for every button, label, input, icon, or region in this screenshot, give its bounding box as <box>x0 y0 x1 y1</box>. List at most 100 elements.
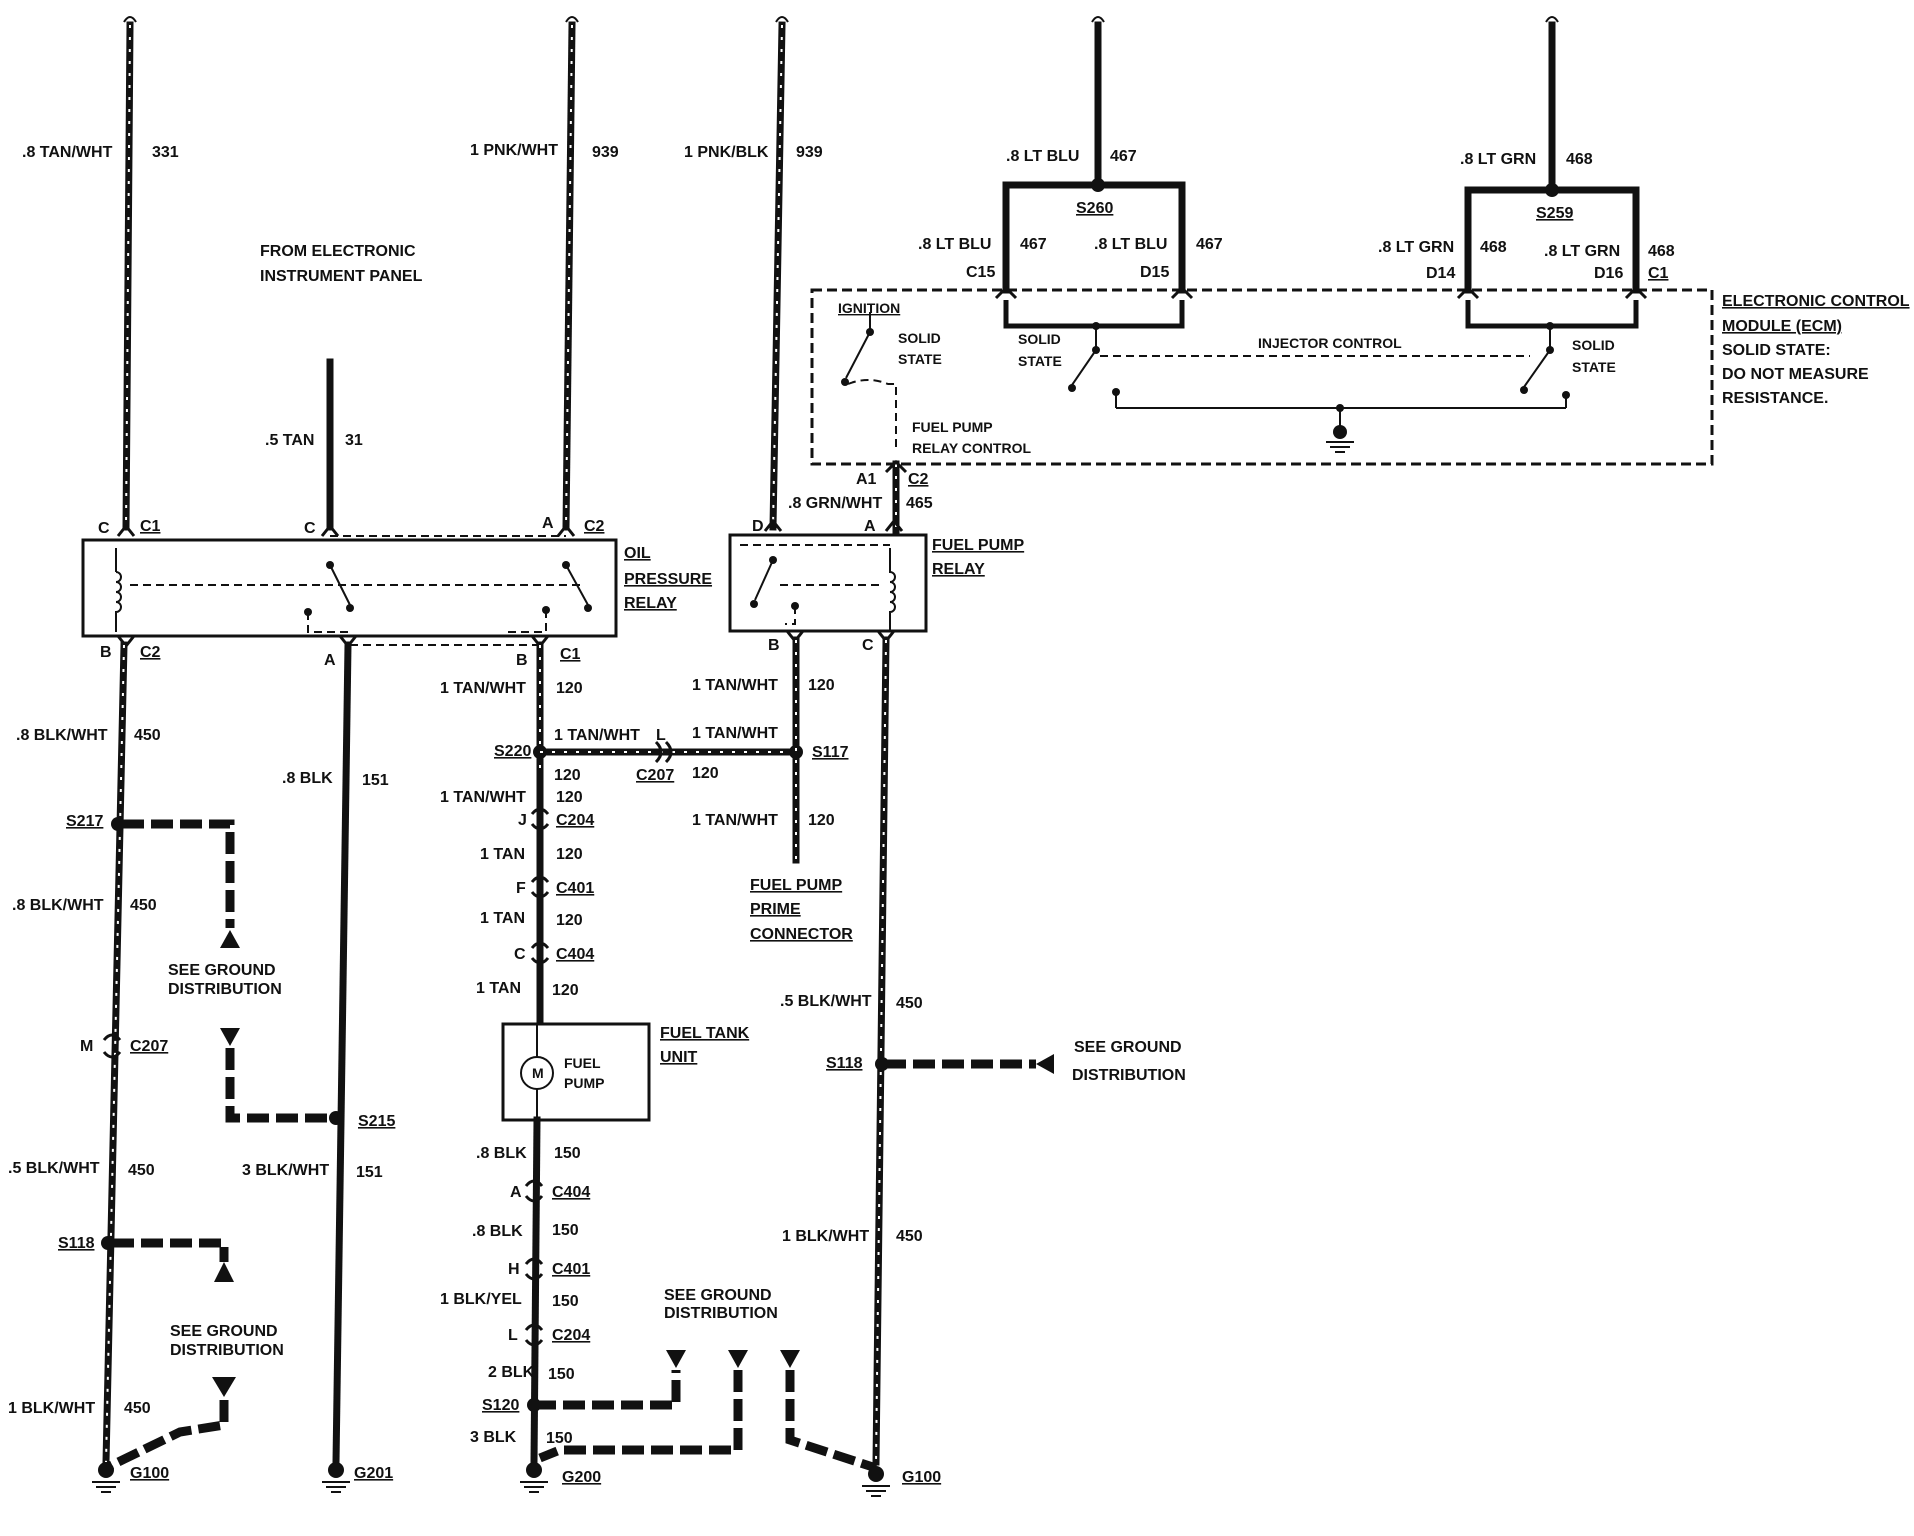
label-w150-2-gauge: .8 BLK <box>472 1223 523 1240</box>
label-c401-b: C401 <box>552 1261 590 1278</box>
label-w465-num: 465 <box>906 495 933 512</box>
label-d16: D16 <box>1594 265 1623 282</box>
label-w150-1-gauge: .8 BLK <box>476 1145 527 1162</box>
label-w468-top-gauge: .8 LT GRN <box>1460 151 1536 168</box>
label-s259: S259 <box>1536 205 1573 222</box>
label-solid-2a: SOLID <box>1018 331 1061 347</box>
label-g200: G200 <box>562 1469 601 1486</box>
label-fpr-b: B <box>768 637 780 654</box>
label-w450-1-num: 450 <box>134 727 161 744</box>
wire-939-pnk-blk <box>769 16 789 531</box>
label-g201: G201 <box>354 1465 393 1482</box>
label-w120-fpr-gauge: 1 TAN/WHT <box>692 677 778 694</box>
label-w467-r-gauge: .8 LT BLU <box>1094 236 1167 253</box>
label-w467-top-gauge: .8 LT BLU <box>1006 148 1079 165</box>
label-w468-top-num: 468 <box>1566 151 1593 168</box>
label-opr-c: C <box>98 520 110 537</box>
wire-939-pnk-wht <box>562 16 579 531</box>
label-w151-2-gauge: 3 BLK/WHT <box>242 1162 329 1179</box>
fuel-tank-unit <box>501 1022 651 1122</box>
label-prime-1: FUEL PUMP <box>750 877 842 894</box>
label-c207-m: M <box>80 1038 93 1055</box>
label-opr-a: A <box>542 515 554 532</box>
label-w331-gauge: .8 TAN/WHT <box>22 144 113 161</box>
label-g100-left: G100 <box>130 1465 169 1482</box>
label-c204-j: J <box>518 812 527 829</box>
label-w939a-num: 939 <box>592 144 619 161</box>
label-w120-h-gauge: 1 TAN/WHT <box>554 727 640 744</box>
label-w120-h-num2: 120 <box>692 765 719 782</box>
label-d15: D15 <box>1140 264 1169 281</box>
label-w450-4-num: 450 <box>124 1400 151 1417</box>
label-fuel-2: PUMP <box>564 1075 604 1091</box>
label-c2-ecm: C2 <box>908 471 929 488</box>
label-w120-5-num: 120 <box>552 982 579 999</box>
wire-331 <box>122 16 137 531</box>
label-opr-b: B <box>100 644 112 661</box>
label-c207-mid-l: L <box>656 727 666 744</box>
label-c207-left: C207 <box>130 1038 168 1055</box>
label-w450-3-num: 450 <box>128 1162 155 1179</box>
label-w120-4-num: 120 <box>556 912 583 929</box>
label-gd2-2: DISTRIBUTION <box>170 1342 284 1359</box>
label-w120-2-num: 120 <box>556 789 583 806</box>
label-w450-3-gauge: .5 BLK/WHT <box>8 1160 100 1177</box>
label-w150-3-num: 150 <box>552 1293 579 1310</box>
label-gd3-1: SEE GROUND <box>664 1287 772 1304</box>
label-opr-c-mid: C <box>304 520 316 537</box>
label-fpr-a: A <box>864 518 876 535</box>
label-opr-c1: C1 <box>140 518 161 535</box>
label-injector-control: INJECTOR CONTROL <box>1258 335 1402 351</box>
label-c204-a: C204 <box>556 812 594 829</box>
label-solid-1b: STATE <box>898 351 942 367</box>
label-fpr-c: C <box>862 637 874 654</box>
label-motor-m: M <box>532 1065 544 1081</box>
label-w150-3-gauge: 1 BLK/YEL <box>440 1291 522 1308</box>
label-s217: S217 <box>66 813 103 830</box>
label-c401-f: F <box>516 880 526 897</box>
fuel-pump-relay <box>728 518 928 644</box>
label-a1: A1 <box>856 471 877 488</box>
wire-468-group <box>1464 16 1640 294</box>
label-ftu-2: UNIT <box>660 1049 698 1066</box>
label-w120-s117-gauge: 1 TAN/WHT <box>692 725 778 742</box>
label-fp-relay-ctrl-2: RELAY CONTROL <box>912 440 1031 456</box>
label-gd3-2: DISTRIBUTION <box>664 1305 778 1322</box>
ground-dist-s118-left <box>108 1238 236 1471</box>
label-c404-a: C404 <box>556 946 594 963</box>
label-w120-5-gauge: 1 TAN <box>476 980 521 997</box>
label-w120-fpr-num: 120 <box>808 677 835 694</box>
label-w120-1-gauge: 1 TAN/WHT <box>440 680 526 697</box>
label-w467-l-num: 467 <box>1020 236 1047 253</box>
label-s215: S215 <box>358 1113 395 1130</box>
label-c404-b: C404 <box>552 1184 590 1201</box>
label-fpr-2: RELAY <box>932 561 985 578</box>
label-ecm-4: DO NOT MEASURE <box>1722 366 1869 383</box>
label-gd4-1: SEE GROUND <box>1074 1039 1182 1056</box>
label-gd1-1: SEE GROUND <box>168 962 276 979</box>
ground-dist-center <box>534 1350 878 1473</box>
label-solid-1a: SOLID <box>898 330 941 346</box>
label-s220: S220 <box>494 743 531 760</box>
label-from-eip-2: INSTRUMENT PANEL <box>260 268 423 285</box>
label-w151-2-num: 151 <box>356 1164 383 1181</box>
label-c204-b: C204 <box>552 1327 590 1344</box>
label-c207-mid: C207 <box>636 767 674 784</box>
label-solid-3b: STATE <box>1572 359 1616 375</box>
label-w450-4-gauge: 1 BLK/WHT <box>8 1400 95 1417</box>
label-w31-gauge: .5 TAN <box>265 432 314 449</box>
label-w467-l-gauge: .8 LT BLU <box>918 236 991 253</box>
label-gd2-1: SEE GROUND <box>170 1323 278 1340</box>
label-s120: S120 <box>482 1397 519 1414</box>
label-gd4-2: DISTRIBUTION <box>1072 1067 1186 1084</box>
label-w450-1-gauge: .8 BLK/WHT <box>16 727 108 744</box>
label-ecm-5: RESISTANCE. <box>1722 390 1828 407</box>
label-prime-2: PRIME <box>750 901 801 918</box>
label-w120-4-gauge: 1 TAN <box>480 910 525 927</box>
label-w939b-gauge: 1 PNK/BLK <box>684 144 769 161</box>
ground-dist-s217 <box>122 819 240 948</box>
label-opr-3: RELAY <box>624 595 677 612</box>
label-gd1-2: DISTRIBUTION <box>168 981 282 998</box>
label-w468-l-gauge: .8 LT GRN <box>1378 239 1454 256</box>
